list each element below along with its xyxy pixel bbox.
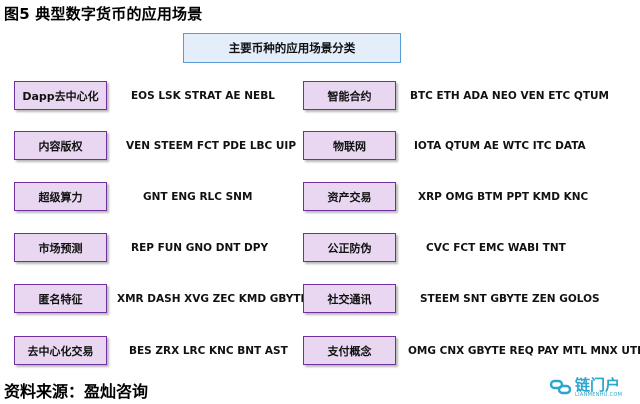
category-box-asset-trading: 资产交易 (303, 182, 396, 211)
watermark-text: 链门户 (575, 376, 621, 394)
coin-list-smart-contract: BTC ETH ADA NEO VEN ETC QTUM (410, 89, 609, 102)
category-box-iot: 物联网 (303, 131, 396, 160)
category-box-decentralized-exchange: 去中心化交易 (14, 336, 107, 365)
category-box-payment: 支付概念 (303, 336, 396, 365)
category-box-smart-contract: 智能合约 (303, 81, 396, 110)
coin-list-market-prediction: REP FUN GNO DNT DPY (131, 241, 269, 254)
watermark-subtext: LIANMENHU.COM (575, 392, 623, 398)
category-box-content-copyright: 内容版权 (14, 131, 107, 160)
coin-list-decentralized-exchange: BES ZRX LRC KNC BNT AST (129, 344, 288, 357)
coin-list-asset-trading: XRP OMG BTM PPT KMD KNC (418, 190, 589, 203)
category-box-super-computing: 超级算力 (14, 182, 107, 211)
coin-list-dapp: EOS LSK STRAT AE NEBL (131, 89, 275, 102)
category-box-anti-counterfeit: 公正防伪 (303, 233, 396, 262)
coin-list-super-computing: GNT ENG RLC SNM (143, 190, 253, 203)
category-box-anonymity: 匿名特征 (14, 284, 107, 313)
category-box-market-prediction: 市场预测 (14, 233, 107, 262)
figure-title: 图5 典型数字货币的应用场景 (4, 5, 203, 23)
category-box-social-communication: 社交通讯 (303, 284, 396, 313)
watermark-logo: 链门户 LIANMENHU.COM (549, 372, 639, 402)
coin-list-anti-counterfeit: CVC FCT EMC WABI TNT (426, 241, 566, 254)
coin-list-payment: OMG CNX GBYTE REQ PAY MTL MNX UTK (408, 344, 640, 357)
chain-link-icon (549, 379, 572, 395)
source-note: 资料来源：盈灿咨询 (4, 382, 149, 401)
coin-list-content-copyright: VEN STEEM FCT PDE LBC UIP (126, 139, 297, 152)
coin-list-social-communication: STEEM SNT GBYTE ZEN GOLOS (420, 292, 600, 305)
coin-list-iot: IOTA QTUM AE WTC ITC DATA (414, 139, 586, 152)
category-box-dapp: Dapp去中心化 (14, 81, 107, 110)
coin-list-anonymity: XMR DASH XVG ZEC KMD GBYTE (117, 292, 308, 305)
header-box: 主要币种的应用场景分类 (183, 33, 401, 63)
